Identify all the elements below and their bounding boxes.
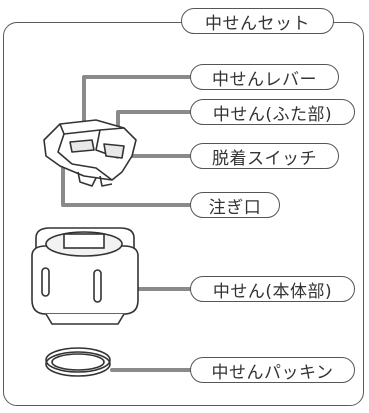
- leader-cap: [116, 110, 192, 130]
- label-switch: 脱着スイッチ: [190, 143, 339, 169]
- gasket-ring: [45, 347, 111, 377]
- set-title: 中せんセット: [181, 8, 334, 34]
- label-spout: 注ぎ口: [190, 192, 280, 218]
- stopper-body-part: [31, 227, 139, 325]
- stopper-cap-part: [43, 119, 137, 187]
- label-lever: 中せんレバー: [190, 64, 339, 90]
- leader-lever: [82, 75, 192, 130]
- label-body: 中せん(本体部): [190, 276, 355, 302]
- label-cap: 中せん(ふた部): [190, 99, 355, 125]
- label-gasket: 中せんパッキン: [190, 357, 355, 383]
- leader-spout: [61, 158, 192, 207]
